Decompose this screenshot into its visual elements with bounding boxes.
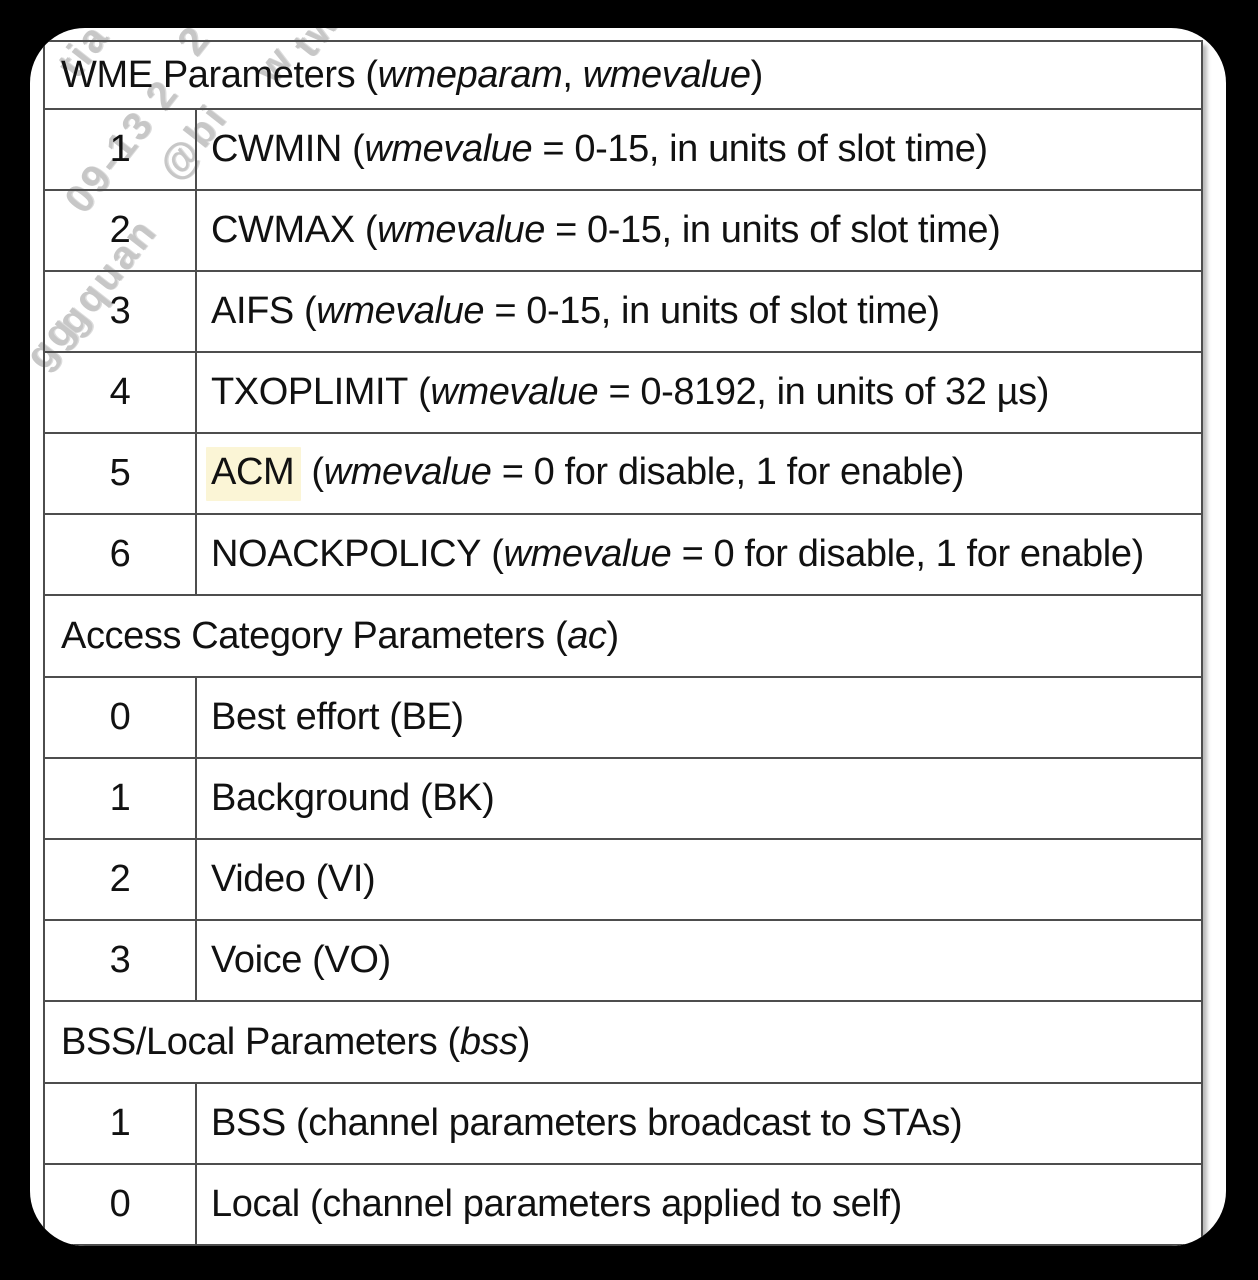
italic-term: wmevalue <box>364 128 533 170</box>
row-description: ACM (wmevalue = 0 for disable, 1 for ena… <box>195 432 1203 515</box>
wme-parameters-table: WME Parameters (wmeparam, wmevalue) 1 CW… <box>43 40 1203 1246</box>
param-keyword-highlighted: ACM <box>206 446 302 501</box>
header-text: ) <box>606 614 620 657</box>
italic-term: wmevalue <box>430 371 599 413</box>
row-description: Local (channel parameters applied to sel… <box>195 1163 1203 1246</box>
section-header-ac: Access Category Parameters (ac) <box>43 594 1203 678</box>
desc-text: = 0 for disable, 1 for enable) <box>671 533 1145 575</box>
row-description: AIFS (wmevalue = 0-15, in units of slot … <box>195 270 1203 353</box>
section-header-row: BSS/Local Parameters (bss) <box>43 1000 1203 1084</box>
table-row: 0 Local (channel parameters applied to s… <box>43 1163 1203 1246</box>
row-number: 1 <box>43 1082 197 1165</box>
row-number: 3 <box>43 919 197 1002</box>
header-text: BSS/Local Parameters ( <box>61 1020 460 1063</box>
desc-text: = 0-15, in units of slot time) <box>484 290 940 332</box>
desc-text: ( <box>481 533 504 575</box>
desc-text: = 0-8192, in units of 32 µs) <box>598 371 1050 413</box>
row-number: 5 <box>43 432 197 515</box>
row-description: NOACKPOLICY (wmevalue = 0 for disable, 1… <box>195 513 1203 596</box>
row-description: BSS (channel parameters broadcast to STA… <box>195 1082 1203 1165</box>
row-number: 3 <box>43 270 197 353</box>
table-row: 5 ACM (wmevalue = 0 for disable, 1 for e… <box>43 432 1203 515</box>
row-description: Video (VI) <box>195 838 1203 921</box>
param-keyword: CWMAX <box>211 209 355 251</box>
italic-term: bss <box>459 1020 518 1063</box>
desc-text: = 0-15, in units of slot time) <box>532 128 988 170</box>
category-label: Background (BK) <box>211 777 495 819</box>
bss-label: BSS (channel parameters broadcast to STA… <box>211 1102 963 1144</box>
table-row: 3 Voice (VO) <box>43 919 1203 1002</box>
section-header-row: Access Category Parameters (ac) <box>43 594 1203 678</box>
header-text: ) <box>750 53 764 96</box>
row-description: Best effort (BE) <box>195 676 1203 759</box>
table-row: 1 CWMIN (wmevalue = 0-15, in units of sl… <box>43 108 1203 191</box>
desc-text: ( <box>407 371 431 413</box>
param-keyword: TXOPLIMIT <box>211 371 408 413</box>
header-text: , <box>562 53 583 96</box>
desc-text: = 0 for disable, 1 for enable) <box>491 450 965 493</box>
italic-term: wmevalue <box>582 53 751 96</box>
param-keyword: NOACKPOLICY <box>211 533 482 575</box>
italic-term: wmevalue <box>377 209 545 251</box>
header-text: ) <box>517 1020 531 1063</box>
row-description: TXOPLIMIT (wmevalue = 0-8192, in units o… <box>195 351 1203 434</box>
row-description: Voice (VO) <box>195 919 1203 1002</box>
table-row: 6 NOACKPOLICY (wmevalue = 0 for disable,… <box>43 513 1203 596</box>
desc-text: ( <box>354 209 378 251</box>
italic-term: wmevalue <box>503 533 672 575</box>
table-row: 1 BSS (channel parameters broadcast to S… <box>43 1082 1203 1165</box>
header-text: WME Parameters ( <box>61 53 378 96</box>
desc-text: ( <box>341 128 365 170</box>
row-number: 2 <box>43 838 197 921</box>
row-description: Background (BK) <box>195 757 1203 840</box>
italic-term: wmevalue <box>323 450 492 493</box>
bss-label: Local (channel parameters applied to sel… <box>211 1183 902 1225</box>
table-row: 3 AIFS (wmevalue = 0-15, in units of slo… <box>43 270 1203 353</box>
desc-text: ( <box>293 290 317 332</box>
italic-term: wmevalue <box>316 290 485 332</box>
table-row: 4 TXOPLIMIT (wmevalue = 0-8192, in units… <box>43 351 1203 434</box>
table-row: 1 Background (BK) <box>43 757 1203 840</box>
row-number: 2 <box>43 189 197 272</box>
row-number: 1 <box>43 108 197 191</box>
header-text: Access Category Parameters ( <box>61 614 568 657</box>
row-description: CWMAX (wmevalue = 0-15, in units of slot… <box>195 189 1203 272</box>
row-number: 1 <box>43 757 197 840</box>
category-label: Best effort (BE) <box>211 696 464 738</box>
row-description: CWMIN (wmevalue = 0-15, in units of slot… <box>195 108 1203 191</box>
table-row: 2 Video (VI) <box>43 838 1203 921</box>
row-number: 0 <box>43 676 197 759</box>
category-label: Video (VI) <box>211 858 376 900</box>
param-keyword: CWMIN <box>211 128 342 170</box>
italic-term: wmeparam <box>377 53 563 96</box>
row-number: 0 <box>43 1163 197 1246</box>
row-number: 4 <box>43 351 197 434</box>
category-label: Voice (VO) <box>211 939 391 981</box>
desc-text: ( <box>301 450 324 493</box>
table-row: 0 Best effort (BE) <box>43 676 1203 759</box>
section-header-row: WME Parameters (wmeparam, wmevalue) <box>43 40 1203 110</box>
desc-text: = 0-15, in units of slot time) <box>544 209 1001 251</box>
document-card: tia 2 tw w 09-13 2 @bi gquan gg WME Para… <box>30 28 1226 1246</box>
italic-term: ac <box>567 614 607 657</box>
param-keyword: AIFS <box>211 290 294 332</box>
row-number: 6 <box>43 513 197 596</box>
table-row: 2 CWMAX (wmevalue = 0-15, in units of sl… <box>43 189 1203 272</box>
section-header-wme: WME Parameters (wmeparam, wmevalue) <box>43 40 1203 110</box>
section-header-bss: BSS/Local Parameters (bss) <box>43 1000 1203 1084</box>
